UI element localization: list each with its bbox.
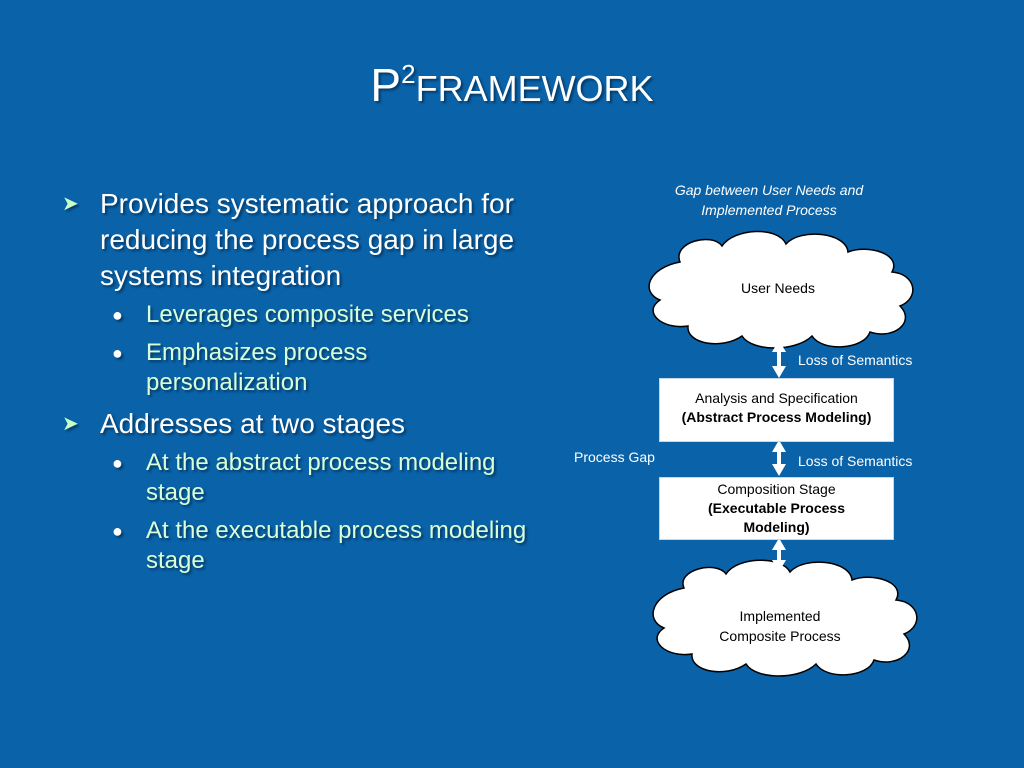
implemented-line1: Implemented xyxy=(739,608,821,624)
bullet-list: ➤ Provides systematic approach for reduc… xyxy=(60,186,530,584)
round-dot-bullet-icon: ● xyxy=(112,521,123,541)
double-headed-arrow-icon xyxy=(772,340,786,378)
title-main: P xyxy=(370,59,402,111)
title-superscript: 2 xyxy=(401,59,416,89)
implemented-line2: Composite Process xyxy=(719,628,841,644)
sub-bullet-text: At the abstract process modeling stage xyxy=(146,449,496,506)
double-headed-arrow-icon xyxy=(772,440,786,476)
double-headed-arrow-icon xyxy=(772,538,786,572)
box1-line1: Analysis and Specification xyxy=(695,390,858,406)
sub-bullet-text: Emphasizes process personalization xyxy=(146,339,368,396)
slide-title: P2FRAMEWORK xyxy=(0,59,1024,111)
box2-line2: (Executable Process xyxy=(708,500,845,516)
box2-line3: Modeling) xyxy=(743,519,810,535)
gap-caption-line1: Gap between User Needs and xyxy=(674,182,864,198)
composition-stage-box: Composition Stage (Executable Process Mo… xyxy=(659,477,894,540)
loss-of-semantics-label: Loss of Semantics xyxy=(798,453,913,469)
round-dot-bullet-icon: ● xyxy=(112,343,123,363)
implemented-process-label: Implemented Composite Process xyxy=(700,606,860,646)
user-needs-label: User Needs xyxy=(741,280,815,296)
sub-bullet-item: ● At the abstract process modeling stage xyxy=(60,448,530,508)
box2-line1: Composition Stage xyxy=(717,481,836,497)
gap-caption-line2: Implemented Process xyxy=(701,202,837,218)
title-rest: FRAMEWORK xyxy=(415,68,654,109)
user-needs-cloud xyxy=(648,230,914,349)
bullet-text: Addresses at two stages xyxy=(100,408,406,439)
loss-of-semantics-label: Loss of Semantics xyxy=(798,352,913,368)
implemented-process-cloud xyxy=(652,559,918,677)
round-dot-bullet-icon: ● xyxy=(112,453,123,473)
box1-line2: (Abstract Process Modeling) xyxy=(681,409,872,425)
arrowhead-bullet-icon: ➤ xyxy=(62,413,79,435)
bullet-item: ➤ Addresses at two stages xyxy=(60,406,530,442)
sub-bullet-text: Leverages composite services xyxy=(146,301,469,328)
sub-bullet-text: At the executable process modeling stage xyxy=(146,517,527,574)
sub-bullet-item: ● At the executable process modeling sta… xyxy=(60,516,530,576)
round-dot-bullet-icon: ● xyxy=(112,305,123,325)
gap-caption: Gap between User Needs and Implemented P… xyxy=(640,180,898,220)
sub-bullet-item: ● Emphasizes process personalization xyxy=(60,338,530,398)
analysis-specification-box: Analysis and Specification (Abstract Pro… xyxy=(659,378,894,442)
arrowhead-bullet-icon: ➤ xyxy=(62,193,79,215)
sub-bullet-item: ● Leverages composite services xyxy=(60,300,530,330)
bullet-item: ➤ Provides systematic approach for reduc… xyxy=(60,186,530,294)
bullet-text: Provides systematic approach for reducin… xyxy=(100,188,515,291)
process-gap-label: Process Gap xyxy=(574,449,655,465)
